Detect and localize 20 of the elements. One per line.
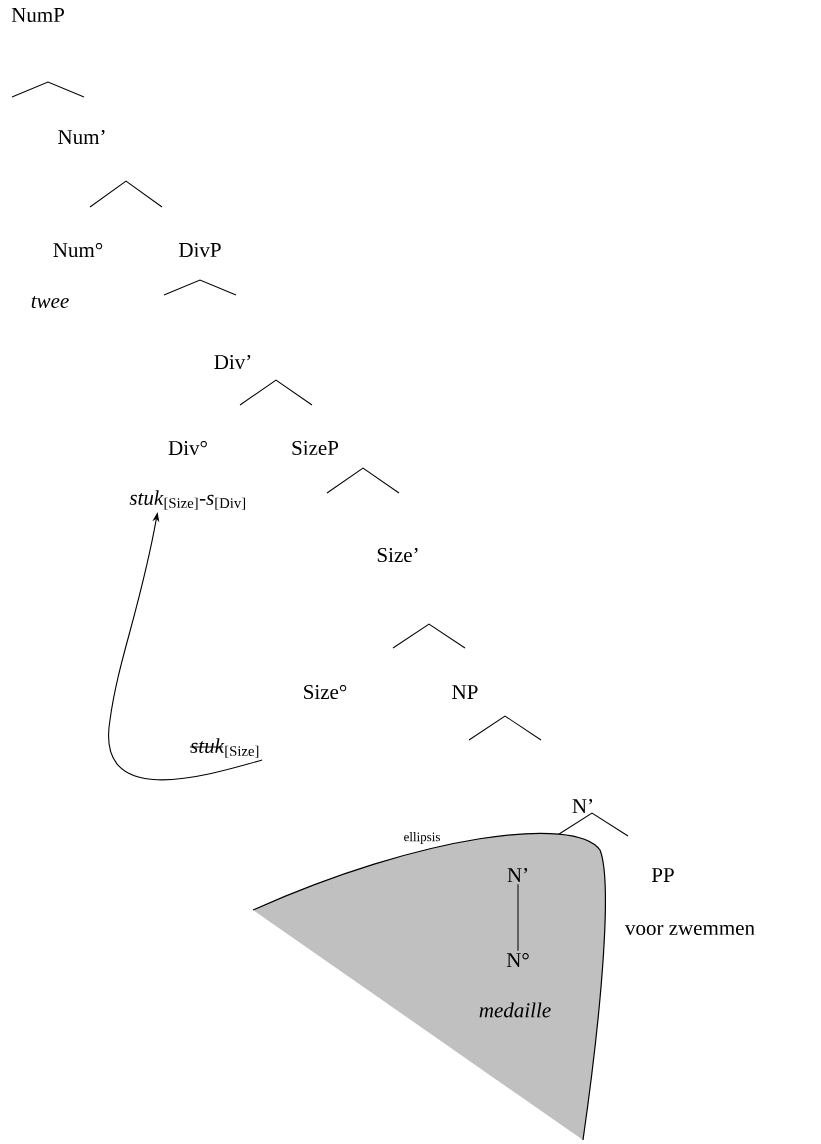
category-label: Num’ (58, 129, 105, 145)
category-label: N° (506, 953, 529, 967)
word-label: medaille (479, 1002, 551, 1018)
category-label: NumP (11, 8, 64, 22)
category-label: SizeP (292, 440, 339, 456)
branch-line (517, 883, 519, 952)
word-label: twee (31, 296, 69, 308)
category-label: Num° (53, 242, 103, 258)
category-label: Div° (168, 440, 207, 456)
category-label: DivP (179, 242, 221, 258)
phrase-text: voor zwemmen (625, 924, 755, 936)
category-label: Size° (304, 684, 347, 700)
struck-word: stuk$_{[Size]}$ (189, 738, 259, 758)
category-label: Div’ (214, 354, 251, 370)
category-label: PP (651, 868, 674, 882)
category-label: N’ (572, 799, 593, 813)
category-label: N’ (507, 868, 528, 882)
category-label: NP (452, 685, 478, 699)
category-label: Size’ (377, 547, 418, 563)
word-label: stuk$_{[Size]}$-s$_{[Div]}$ (129, 490, 245, 510)
